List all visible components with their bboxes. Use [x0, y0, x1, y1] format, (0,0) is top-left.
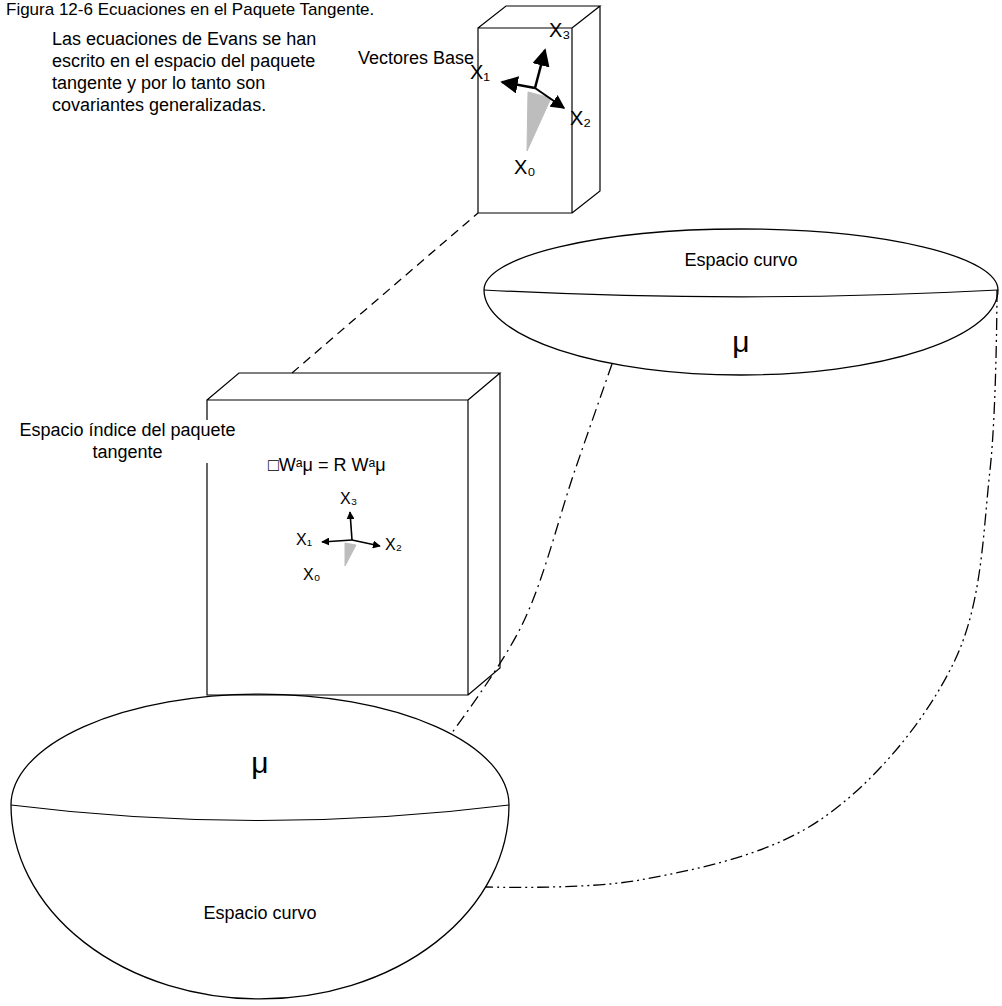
curved-space: μEspacio curvo	[10, 693, 510, 1001]
figure-title: Figura 12-6 Ecuaciones en el Paquete Tan…	[6, 0, 374, 20]
cube-space: Espacio índice del paquete tangente □Wᵃμ …	[5, 370, 502, 698]
equator-line	[484, 290, 998, 297]
space-heading: μ	[10, 745, 510, 781]
note-text: Las ecuaciones de Evans se han escrito e…	[52, 28, 344, 116]
axis-label: X₃	[340, 489, 357, 508]
cube-outline	[355, 3, 602, 216]
axis-label: X₁	[296, 530, 312, 549]
x3-axis-arrow	[535, 50, 545, 88]
space-text: □Wᵃμ = R Wᵃμ	[268, 455, 386, 477]
axis-label: X₀	[303, 565, 320, 584]
space-text: μ	[483, 324, 999, 360]
connector-line	[292, 213, 478, 373]
x1-axis-arrow	[322, 540, 352, 542]
axis-label: X₂	[570, 106, 591, 130]
space-heading: Vectores Base	[358, 48, 474, 70]
space-heading: Espacio curvo	[483, 250, 999, 272]
axis-label: X₂	[385, 535, 402, 554]
cube-space: Vectores Base	[355, 3, 602, 216]
x3-axis-arrow	[350, 512, 352, 540]
basis-vectors-lower	[322, 512, 380, 566]
x1-axis-arrow	[502, 82, 535, 88]
space-text: Espacio curvo	[10, 903, 510, 925]
space-heading: Espacio índice del paquete tangente	[5, 420, 250, 463]
connector-line	[486, 290, 997, 887]
cube-lines	[478, 6, 600, 213]
x0-axis-arrow	[527, 92, 551, 151]
space-ellipse	[11, 694, 509, 999]
axis-label: X₃	[549, 18, 570, 42]
x0-axis-arrow	[345, 543, 356, 566]
axis-label: X₀	[514, 155, 536, 179]
x2-axis-arrow	[352, 540, 380, 546]
space-outline	[10, 693, 510, 1001]
connector-line	[451, 364, 612, 734]
cube-lines	[207, 373, 500, 695]
space-ellipse	[484, 229, 998, 375]
curved-space: Espacio curvo μ	[483, 228, 999, 376]
basis-vectors-upper	[502, 50, 564, 151]
x2-axis-arrow	[535, 88, 564, 108]
equator-line	[11, 805, 509, 821]
